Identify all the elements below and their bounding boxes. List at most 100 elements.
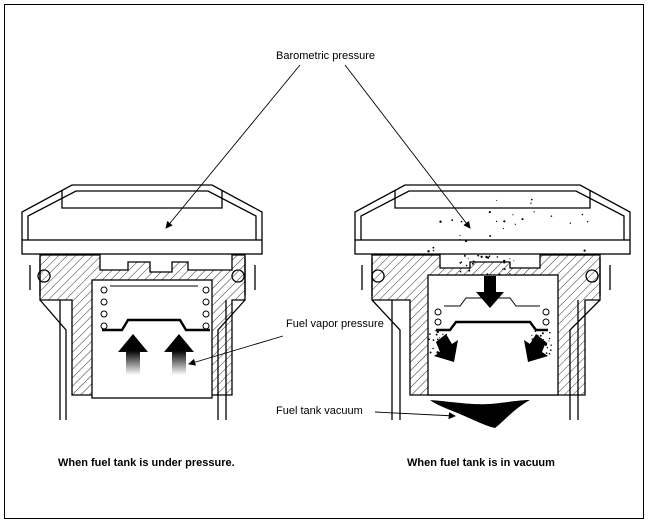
right-arrow-down	[476, 276, 504, 308]
left-arrow-2	[164, 334, 194, 375]
air-particle	[536, 353, 539, 356]
air-particle	[503, 268, 506, 270]
vacuum-leader	[374, 411, 456, 420]
air-particle	[548, 352, 551, 355]
air-particle	[536, 343, 539, 345]
air-particle	[533, 211, 535, 213]
air-particle	[542, 342, 545, 345]
air-particle	[465, 264, 468, 267]
air-particle	[502, 228, 504, 230]
air-particle	[535, 338, 537, 340]
air-particle	[487, 256, 490, 259]
air-particle	[445, 333, 448, 336]
barometric-leader-right	[344, 64, 471, 229]
left-pressure-arrows	[118, 334, 194, 375]
air-particle	[429, 351, 432, 354]
air-particle	[427, 250, 430, 253]
fuel-tank-vacuum-label: Fuel tank vacuum	[276, 405, 363, 417]
air-particle	[439, 337, 441, 339]
left-spring	[100, 285, 210, 330]
air-particle	[496, 199, 498, 201]
air-particle	[429, 333, 431, 335]
air-particle	[548, 337, 551, 340]
left-fuel-cap	[21, 184, 263, 420]
barometric-pressure-label: Barometric pressure	[276, 50, 376, 62]
air-particle	[534, 330, 537, 333]
air-particle	[471, 262, 474, 265]
air-particle	[509, 258, 511, 260]
air-particle	[530, 202, 532, 204]
air-particle	[428, 338, 430, 341]
air-particle	[503, 220, 506, 223]
air-particle	[583, 249, 586, 252]
air-particle	[447, 344, 449, 346]
air-particle	[531, 347, 534, 350]
air-particle	[434, 330, 436, 332]
air-particle	[545, 352, 548, 354]
air-particle	[545, 342, 548, 345]
air-particle	[503, 261, 506, 264]
air-particle	[521, 218, 524, 221]
air-particle	[502, 268, 504, 270]
air-particle	[459, 270, 462, 273]
air-particle	[443, 340, 446, 343]
fuel-vapor-pressure-label: Fuel vapor pressure	[286, 318, 384, 330]
air-particle	[432, 246, 435, 249]
air-particle	[436, 353, 440, 356]
air-particle	[480, 255, 483, 258]
air-particle	[539, 334, 542, 337]
air-particle	[459, 239, 461, 241]
vapor-leader	[188, 335, 284, 366]
air-particle	[586, 221, 589, 223]
air-particle	[432, 249, 435, 252]
air-particle	[581, 213, 584, 216]
air-particle	[448, 342, 450, 344]
air-particle	[532, 352, 535, 354]
air-particle	[443, 348, 446, 351]
air-particle	[512, 214, 514, 216]
left-diaphragm	[102, 318, 210, 332]
air-particle	[435, 333, 438, 336]
air-particle	[529, 342, 532, 345]
diagram-frame	[4, 4, 644, 519]
air-particle	[489, 234, 492, 237]
air-particle	[548, 340, 550, 342]
air-particle	[569, 222, 571, 224]
leader-lines	[165, 64, 471, 420]
left-arrow-1	[118, 334, 148, 375]
air-particle	[464, 255, 466, 258]
air-particle	[449, 345, 451, 348]
air-particle	[541, 332, 544, 335]
air-particle	[498, 273, 501, 275]
air-particle	[464, 239, 468, 243]
air-particle	[447, 342, 449, 345]
air-particle	[542, 339, 544, 341]
air-particle	[459, 234, 461, 236]
air-particle	[467, 258, 469, 260]
air-particle	[536, 334, 539, 337]
right-vacuum-arrows	[434, 276, 548, 362]
air-particle	[549, 331, 551, 334]
air-particle	[436, 351, 439, 354]
air-particle	[544, 343, 548, 346]
caption-in-vacuum: When fuel tank is in vacuum	[407, 457, 555, 469]
air-particle	[495, 220, 498, 223]
air-particle	[488, 255, 491, 258]
air-particle	[432, 339, 435, 341]
air-particle	[496, 256, 499, 258]
vacuum-blob	[430, 400, 530, 428]
air-particle	[513, 260, 515, 262]
air-particle	[459, 261, 462, 264]
caption-under-pressure: When fuel tank is under pressure.	[58, 457, 235, 469]
air-particle	[509, 273, 511, 275]
air-particle	[439, 220, 442, 223]
air-particle	[530, 198, 533, 201]
air-particle	[531, 338, 535, 341]
air-particle	[472, 260, 475, 263]
air-particle	[436, 330, 439, 334]
right-arrow-right	[524, 334, 548, 362]
air-particle	[550, 349, 552, 351]
right-diaphragm	[436, 320, 548, 332]
right-arrow-left	[434, 334, 458, 362]
